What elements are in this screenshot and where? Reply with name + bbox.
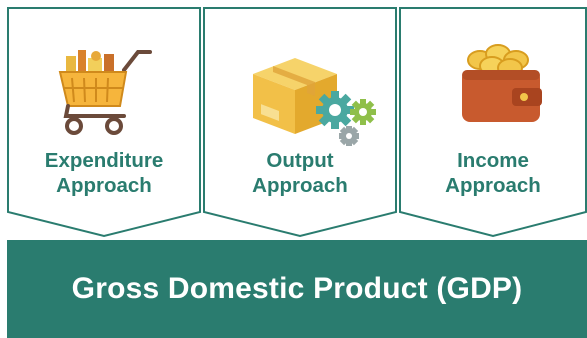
wallet-coins-icon	[462, 44, 542, 122]
expenditure-approach-label: Expenditure Approach	[44, 149, 164, 197]
shopping-cart-icon	[58, 50, 152, 135]
output-approach-label: Output Approach	[252, 149, 348, 197]
gdp-bar: Gross Domestic Product (GDP)	[7, 240, 587, 338]
box-gears-icon	[253, 58, 376, 146]
expenditure-card	[7, 7, 201, 238]
income-approach-label: Income Approach	[445, 149, 541, 197]
gdp-label: Gross Domestic Product (GDP)	[71, 272, 523, 305]
